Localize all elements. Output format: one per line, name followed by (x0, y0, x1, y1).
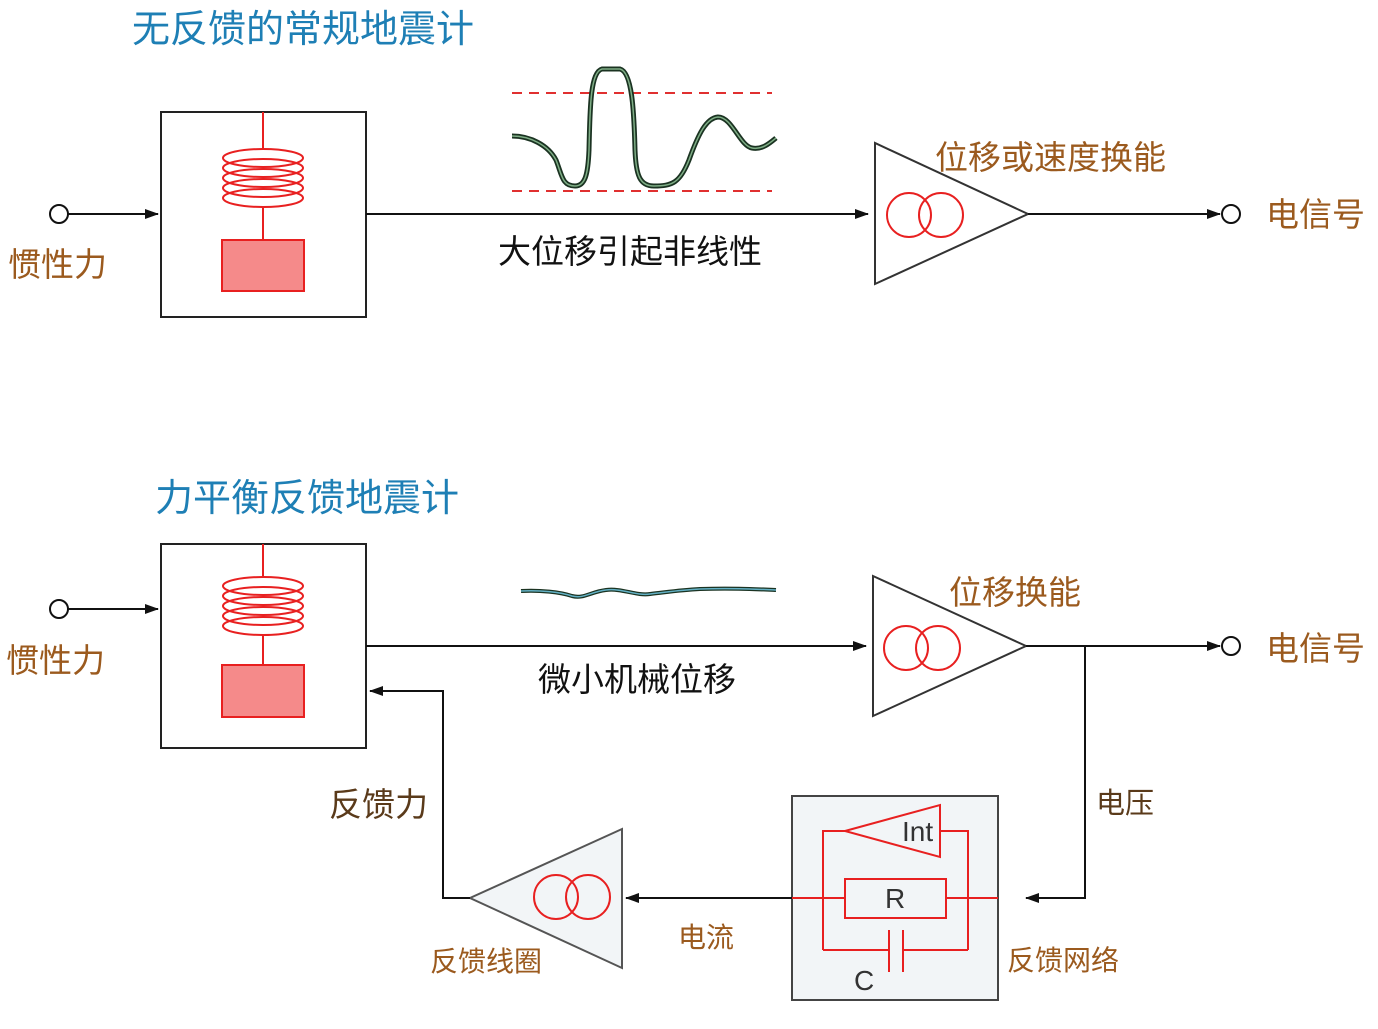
bottom-output-label: 电信号 (1266, 629, 1365, 668)
bottom-transducer-label: 位移换能 (949, 573, 1081, 612)
bottom-spring-coil (222, 576, 304, 636)
bottom-small-waveform (520, 586, 777, 599)
top-wire-label: 大位移引起非线性 (498, 232, 762, 271)
top-large-waveform (511, 66, 778, 192)
current-label: 电流 (678, 921, 734, 954)
voltage-feedback-wire (1025, 646, 1086, 903)
top-transducer-amplifier (874, 141, 1031, 286)
feedback-force-label: 反馈力 (329, 785, 428, 824)
top-output-label: 电信号 (1266, 195, 1365, 234)
bottom-input-terminal (49, 599, 69, 619)
bottom-wire-label: 微小机械位移 (538, 660, 736, 699)
bottom-title: 力平衡反馈地震计 (155, 476, 459, 520)
feedback-network-box (791, 795, 999, 1001)
bottom-sensor-box (160, 543, 367, 749)
top-transducer-label: 位移或速度换能 (935, 138, 1166, 177)
bottom-transducer-amplifier (872, 574, 1029, 718)
bottom-input-label: 惯性力 (6, 641, 105, 680)
voltage-label: 电压 (1096, 786, 1154, 820)
capacitor-label: C (854, 965, 874, 996)
coil-label: 反馈线圈 (430, 945, 542, 978)
feedback-force-wire (369, 686, 470, 899)
integrator-label: Int (902, 816, 933, 847)
top-output-terminal (1221, 204, 1241, 224)
top-input-label: 惯性力 (8, 245, 107, 284)
feedback-coil-amplifier (467, 827, 623, 970)
top-title: 无反馈的常规地震计 (132, 7, 474, 51)
resistor (844, 878, 947, 919)
network-label: 反馈网络 (1007, 944, 1119, 977)
resistor-label: R (885, 883, 905, 914)
bottom-output-terminal (1221, 636, 1241, 656)
top-sensor-box (160, 111, 367, 318)
bottom-mass (221, 664, 305, 718)
top-input-terminal (49, 204, 69, 224)
top-mass (221, 239, 305, 292)
